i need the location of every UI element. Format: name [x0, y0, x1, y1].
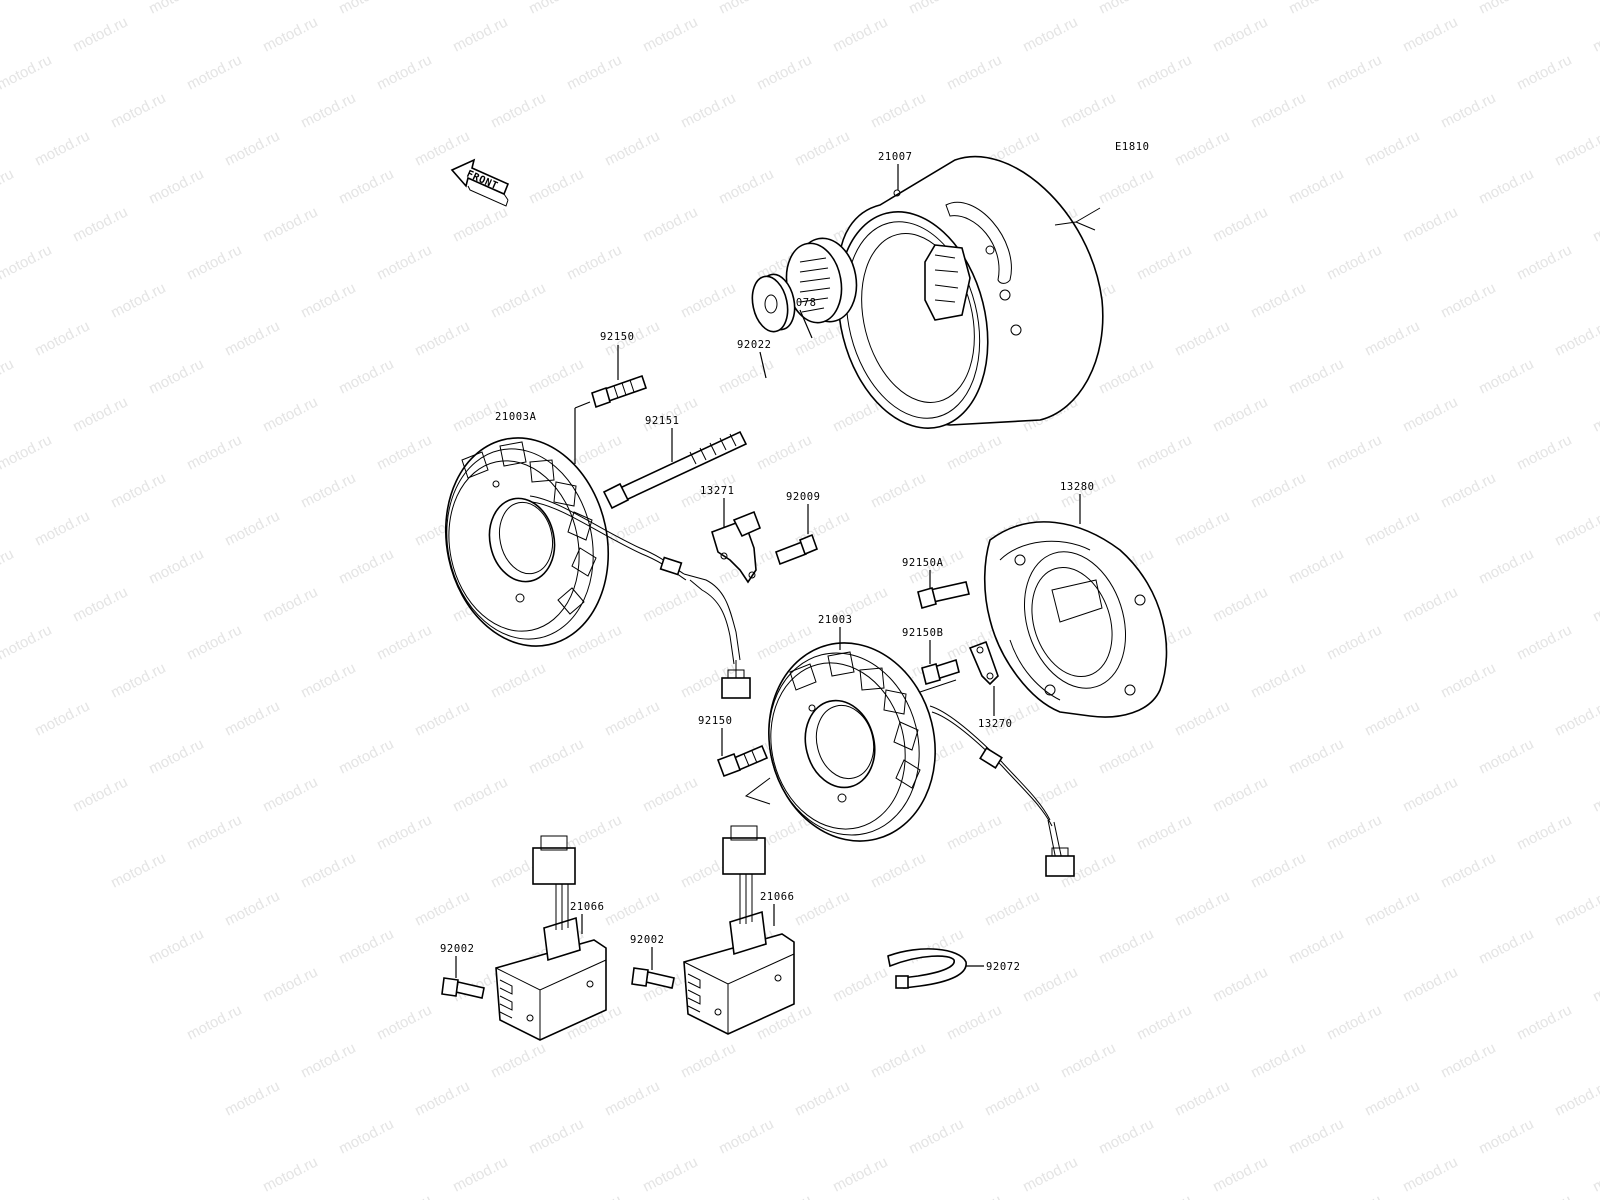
- gear-13078: [785, 237, 858, 324]
- holder-13271: [711, 510, 762, 584]
- label-92002-right: 92002: [630, 934, 665, 946]
- diagram-code: E1810: [1115, 141, 1150, 153]
- label-92151: 92151: [645, 415, 680, 427]
- label-21066-left: 21066: [570, 901, 605, 913]
- washer-92022: [751, 273, 796, 333]
- bolt-92150A: [917, 581, 970, 609]
- bolt-92009: [774, 533, 819, 566]
- bolt-92150B: [921, 658, 960, 685]
- label-13270: 13270: [978, 718, 1013, 730]
- label-92022: 92022: [737, 339, 772, 351]
- connector-21003A: [659, 556, 751, 699]
- bolt-92002-right: [631, 967, 675, 989]
- stator-21003A: [444, 437, 687, 647]
- label-21066-right: 21066: [760, 891, 795, 903]
- regulator-21066-right: [683, 825, 795, 1035]
- plate-13270: [968, 640, 999, 686]
- label-92002-left: 92002: [440, 943, 475, 955]
- stator-21003: [768, 642, 1053, 842]
- label-92150B: 92150B: [902, 627, 944, 639]
- connector-21003: [979, 747, 1075, 877]
- band-92072: [887, 948, 967, 989]
- bolt-92151: [602, 430, 748, 510]
- label-13271: 13271: [700, 485, 735, 497]
- label-92009: 92009: [786, 491, 821, 503]
- regulator-21066-left: [495, 835, 607, 1041]
- label-92150A: 92150A: [902, 557, 944, 569]
- label-92150-bottom: 92150: [698, 715, 733, 727]
- label-92072: 92072: [986, 961, 1021, 973]
- bolt-92150-bottom: [716, 744, 769, 778]
- label-21007: 21007: [878, 151, 913, 163]
- cover-13280: [983, 521, 1168, 718]
- label-92150-top: 92150: [600, 331, 635, 343]
- label-21003A: 21003A: [495, 411, 537, 423]
- rotor-21007: [837, 155, 1104, 429]
- front-arrow-icon: FRONT: [450, 158, 510, 207]
- label-21003: 21003: [818, 614, 853, 626]
- bolt-92002-left: [441, 977, 485, 999]
- label-13280: 13280: [1060, 481, 1095, 493]
- bolt-92150-top: [591, 374, 648, 409]
